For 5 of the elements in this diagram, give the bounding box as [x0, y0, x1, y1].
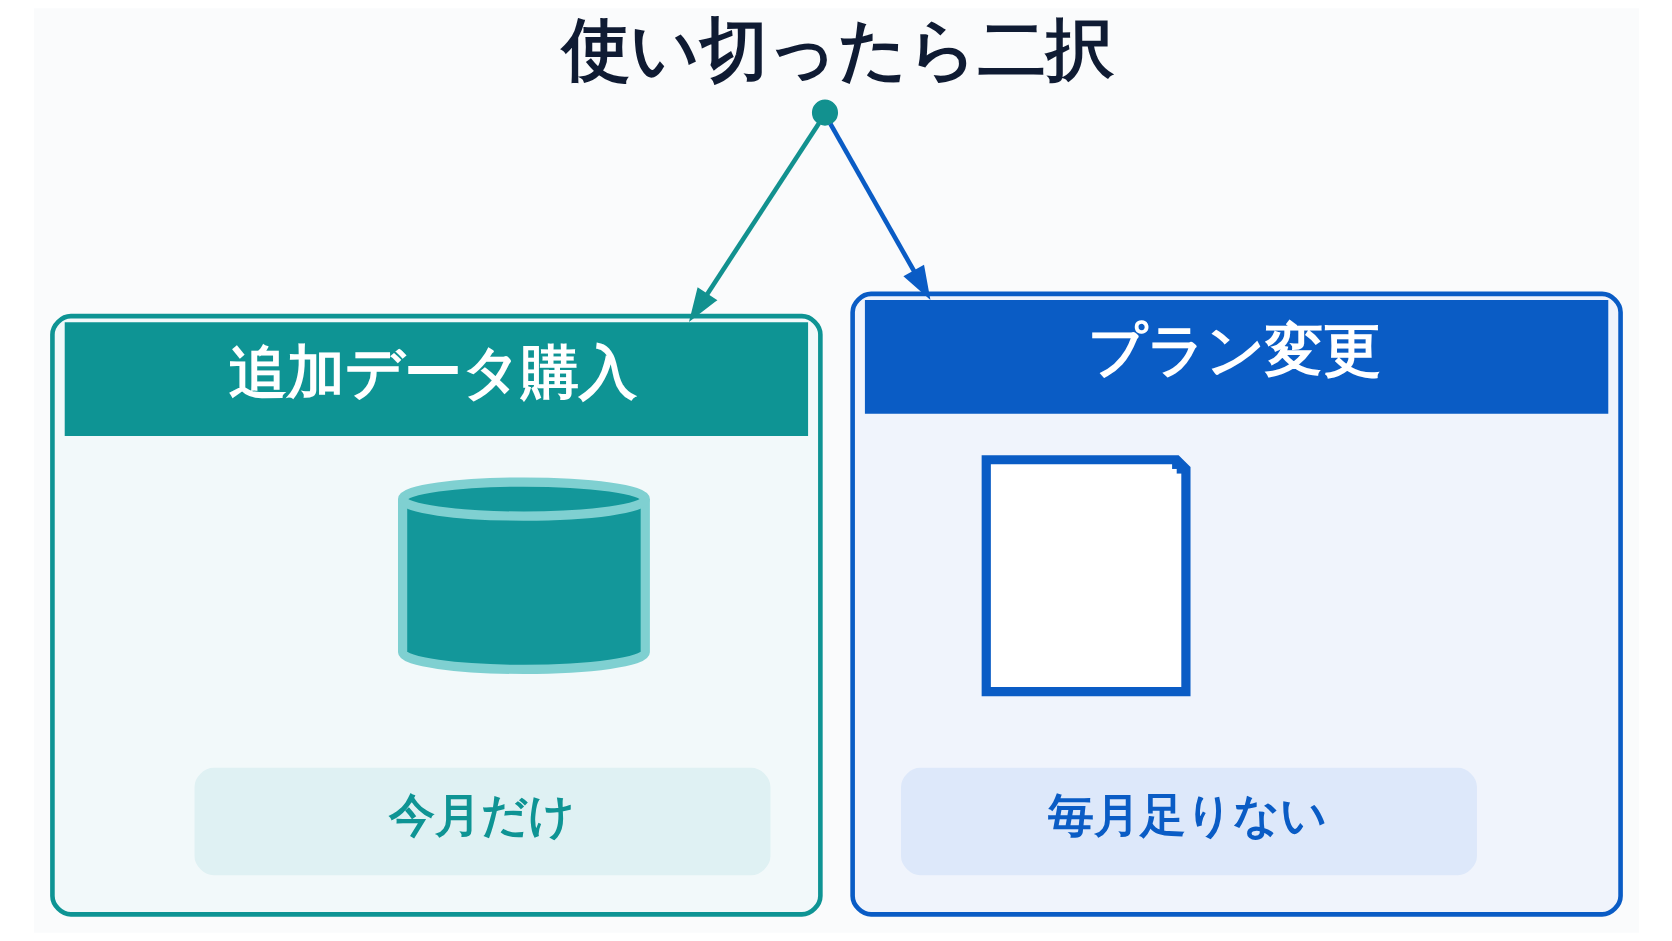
diagram-title: 使い切ったら二択 — [561, 10, 1114, 90]
node-circle — [811, 99, 838, 126]
arrow — [827, 122, 930, 300]
arrow — [688, 122, 821, 322]
node-document — [981, 455, 1190, 697]
